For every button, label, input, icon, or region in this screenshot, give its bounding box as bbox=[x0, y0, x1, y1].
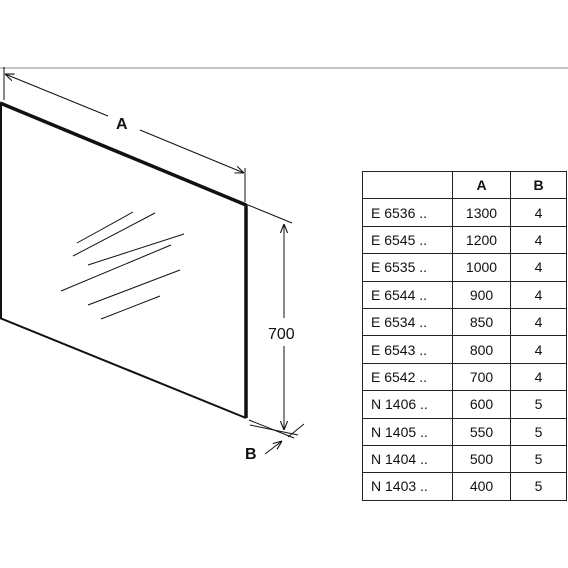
dimension-b-tick bbox=[287, 423, 305, 438]
dimension-a-line-right bbox=[139, 129, 244, 173]
table-header-row: A B bbox=[362, 170, 567, 200]
cell-a: 800 bbox=[452, 335, 511, 364]
cell-b: 4 bbox=[510, 280, 567, 309]
table-row: E 6535 .. 1000 4 bbox=[362, 253, 567, 282]
extension-line bbox=[249, 424, 299, 436]
header-code bbox=[362, 170, 453, 200]
table-row: N 1406 .. 600 5 bbox=[362, 390, 567, 419]
dimension-a-label: A bbox=[116, 116, 128, 133]
cell-a: 850 bbox=[452, 307, 511, 337]
cell-code: N 1403 .. bbox=[362, 472, 453, 501]
table-row: E 6542 .. 700 4 bbox=[362, 362, 567, 392]
cell-a: 1000 bbox=[452, 253, 511, 282]
cell-code: N 1406 .. bbox=[362, 390, 453, 419]
cell-b: 4 bbox=[510, 253, 567, 282]
cell-code: E 6535 .. bbox=[362, 253, 453, 282]
hatch-line bbox=[87, 233, 185, 266]
table-row: E 6536 .. 1300 4 bbox=[362, 198, 567, 227]
cell-a: 1200 bbox=[452, 225, 511, 255]
cell-b: 4 bbox=[510, 335, 567, 364]
hatch-line bbox=[100, 295, 161, 320]
cell-code: E 6544 .. bbox=[362, 280, 453, 309]
table-row: E 6543 .. 800 4 bbox=[362, 335, 567, 364]
header-a: A bbox=[452, 170, 511, 200]
cell-a: 500 bbox=[452, 444, 511, 474]
cell-b: 4 bbox=[510, 362, 567, 392]
cell-b: 5 bbox=[510, 472, 567, 501]
extension-line bbox=[247, 204, 293, 224]
table-row: N 1404 .. 500 5 bbox=[362, 444, 567, 474]
mirror-panel bbox=[0, 101, 248, 419]
dimension-height-label: 700 bbox=[268, 326, 295, 343]
header-b: B bbox=[510, 170, 567, 200]
dimension-b-leader bbox=[264, 441, 282, 455]
cell-code: N 1405 .. bbox=[362, 417, 453, 446]
cell-b: 5 bbox=[510, 417, 567, 446]
dimension-b-label: B bbox=[245, 446, 257, 463]
cell-code: E 6536 .. bbox=[362, 198, 453, 227]
table-row: N 1403 .. 400 5 bbox=[362, 472, 567, 501]
table-row: E 6534 .. 850 4 bbox=[362, 307, 567, 337]
dimension-table: A B E 6536 .. 1300 4 E 6545 .. 1200 4 E … bbox=[362, 170, 567, 501]
cell-b: 4 bbox=[510, 225, 567, 255]
table-row: N 1405 .. 550 5 bbox=[362, 417, 567, 446]
mirror-top-edge bbox=[0, 101, 247, 207]
cell-a: 600 bbox=[452, 390, 511, 419]
cell-code: E 6543 .. bbox=[362, 335, 453, 364]
table-row: E 6544 .. 900 4 bbox=[362, 280, 567, 309]
hatch-line bbox=[72, 212, 156, 257]
cell-a: 700 bbox=[452, 362, 511, 392]
hatch-line bbox=[60, 244, 172, 292]
dimension-b: B bbox=[245, 423, 305, 463]
cell-a: 400 bbox=[452, 472, 511, 501]
hatch-line bbox=[76, 211, 134, 244]
cell-b: 5 bbox=[510, 390, 567, 419]
cell-a: 900 bbox=[452, 280, 511, 309]
cell-b: 5 bbox=[510, 444, 567, 474]
cell-b: 4 bbox=[510, 307, 567, 337]
cell-b: 4 bbox=[510, 198, 567, 227]
table-row: E 6545 .. 1200 4 bbox=[362, 225, 567, 255]
cell-code: E 6534 .. bbox=[362, 307, 453, 337]
dimension-height: 700 bbox=[247, 204, 295, 439]
cell-a: 1300 bbox=[452, 198, 511, 227]
cell-a: 550 bbox=[452, 417, 511, 446]
hatch-line bbox=[87, 269, 181, 306]
cell-code: N 1404 .. bbox=[362, 444, 453, 474]
mirror-bottom-edge bbox=[0, 317, 247, 419]
dimension-a-line-left bbox=[5, 74, 109, 117]
cell-code: E 6542 .. bbox=[362, 362, 453, 392]
reflection-hatch bbox=[60, 211, 185, 320]
cell-code: E 6545 .. bbox=[362, 225, 453, 255]
dimension-a: A bbox=[3, 67, 246, 202]
